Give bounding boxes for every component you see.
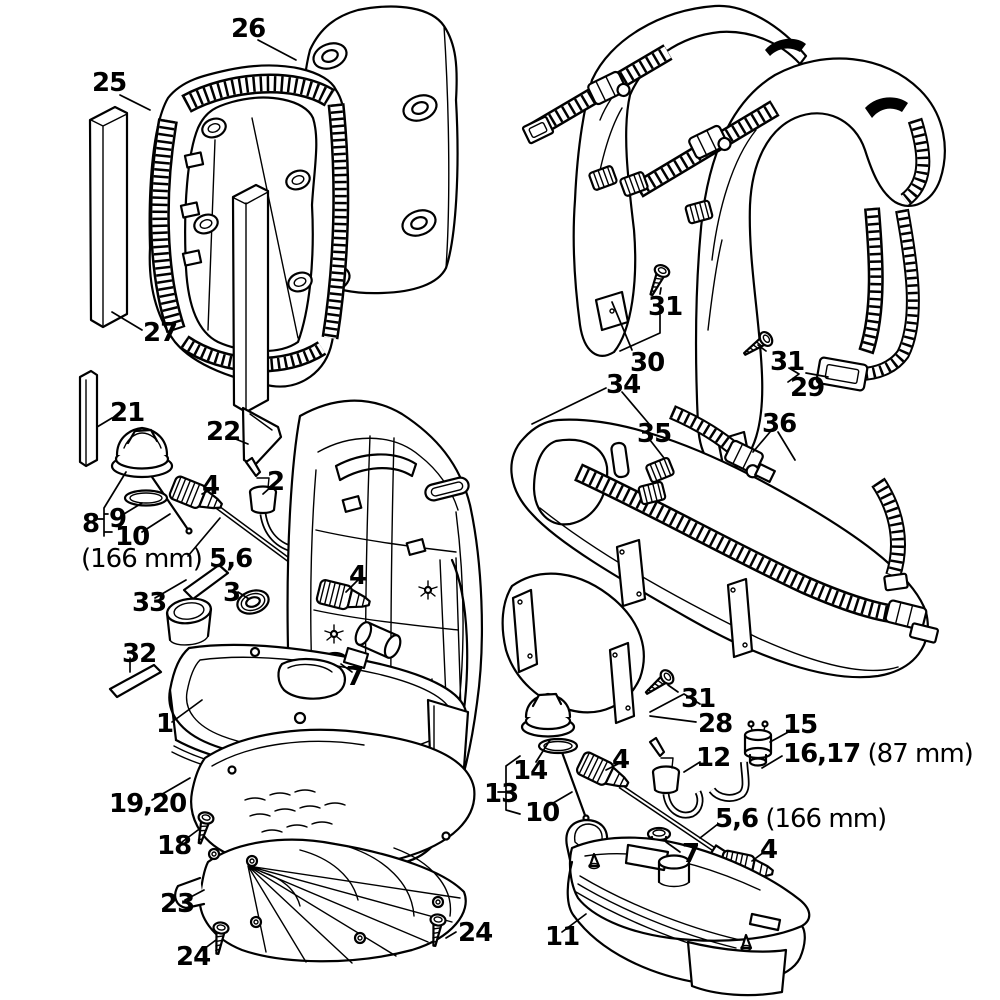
- part-label-7-b: 7: [682, 839, 700, 869]
- part-label-3: 3: [223, 578, 241, 608]
- foam-strip-32-drawing: [108, 663, 163, 699]
- part-label-4-a: 4: [202, 471, 220, 501]
- part-label-16-17: 16,17 (87 mm): [783, 739, 974, 769]
- valve-15-drawing: [743, 720, 773, 767]
- part-label-13: 13: [484, 779, 519, 809]
- foam-strip-second-drawing: [231, 183, 270, 414]
- part-label-23: 23: [160, 889, 195, 919]
- part-label-28: 28: [698, 709, 733, 739]
- part-label-22: 22: [206, 417, 241, 447]
- plate-33-drawing: [182, 563, 230, 601]
- part-label-7-a: 7: [346, 662, 364, 692]
- lower-cap-assembly-drawing: [520, 692, 590, 822]
- part-label-31-b: 31: [770, 347, 805, 377]
- part-label-32: 32: [122, 639, 157, 669]
- part-label-29: 29: [790, 373, 825, 403]
- back-cushion-drawing: [501, 572, 645, 725]
- part-label-21: 21: [110, 398, 145, 428]
- strap-webbing-drawing: [521, 52, 913, 392]
- part-label-33: 33: [132, 588, 167, 618]
- part-label-35: 35: [637, 419, 672, 449]
- part-label-24-a: 24: [176, 942, 211, 972]
- part-label-5-6-a: (166 mm) 5,6: [81, 544, 253, 574]
- part-label-25: 25: [92, 68, 127, 98]
- foam-strip-21-drawing: [78, 369, 99, 468]
- tank-11-drawing: [565, 818, 811, 997]
- baseplate-drawing: [190, 728, 476, 870]
- hip-belt-drawing: [510, 412, 939, 679]
- lower-hose-assembly-drawing: [574, 720, 777, 886]
- foam-strip-25-27-drawing: [88, 105, 129, 329]
- part-label-10-b: 10: [525, 798, 560, 828]
- part-label-8: 8: [82, 509, 100, 539]
- cap-assembly-drawing: [110, 426, 193, 535]
- part-label-26: 26: [231, 14, 266, 44]
- part-label-19-20: 19,20: [109, 789, 187, 819]
- part-label-10-a: 10: [115, 522, 150, 552]
- part-label-27: 27: [143, 318, 178, 348]
- leader-lines: [96, 39, 829, 953]
- part-label-15: 15: [783, 710, 818, 740]
- part-label-4-d: 4: [760, 835, 778, 865]
- part-label-31-c: 31: [681, 684, 716, 714]
- part-label-14: 14: [513, 756, 548, 786]
- part-label-1: 1: [156, 709, 174, 739]
- part-label-18: 18: [157, 831, 192, 861]
- part-label-30: 30: [630, 348, 665, 378]
- part-label-34: 34: [606, 370, 641, 400]
- part-label-24-b: 24: [458, 918, 493, 948]
- part-label-4-c: 4: [612, 745, 630, 775]
- gridplate-drawing: [174, 838, 467, 964]
- part-label-12: 12: [696, 743, 731, 773]
- part-label-36: 36: [762, 409, 797, 439]
- part-label-31-a: 31: [648, 292, 683, 322]
- part-label-4-b: 4: [349, 561, 367, 591]
- part-label-9: 9: [109, 504, 127, 534]
- part-label-11: 11: [545, 922, 580, 952]
- part-label-5-6-b: 5,6 (166 mm): [715, 804, 887, 834]
- part-label-2: 2: [267, 467, 285, 497]
- foam-wedge-22-drawing: [241, 406, 283, 468]
